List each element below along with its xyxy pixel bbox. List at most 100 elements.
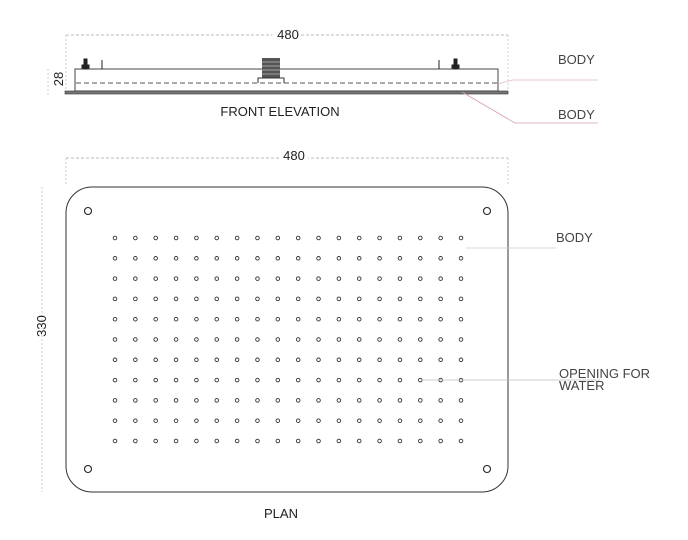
- water-nozzle: [234, 296, 240, 302]
- face-plate: [64, 90, 509, 95]
- fixing-hole: [83, 206, 93, 216]
- water-nozzle: [316, 337, 321, 342]
- water-nozzle: [173, 357, 179, 363]
- water-nozzle: [214, 276, 220, 281]
- water-nozzle: [336, 316, 342, 322]
- water-nozzle: [438, 418, 443, 423]
- water-nozzle: [336, 235, 342, 241]
- water-nozzle: [377, 256, 382, 261]
- water-nozzle: [194, 357, 199, 363]
- water-nozzle: [234, 398, 240, 403]
- water-inlet-thread: [262, 58, 280, 78]
- water-nozzle: [397, 337, 403, 342]
- water-nozzle: [194, 398, 199, 403]
- water-nozzle: [316, 296, 321, 302]
- water-nozzle: [112, 418, 118, 423]
- water-nozzle: [316, 256, 321, 261]
- water-nozzle: [377, 377, 382, 383]
- water-nozzle: [356, 418, 362, 423]
- water-nozzle: [397, 235, 403, 241]
- water-nozzle: [356, 377, 362, 383]
- water-nozzle: [316, 357, 321, 363]
- water-nozzle: [153, 377, 158, 383]
- water-nozzle: [133, 438, 138, 444]
- water-nozzle: [458, 256, 464, 261]
- water-nozzle: [275, 337, 281, 342]
- label-body-top: BODY: [558, 52, 595, 67]
- leader-line: [497, 79, 598, 85]
- water-nozzle: [112, 438, 118, 444]
- water-nozzle: [255, 337, 260, 342]
- water-nozzle: [234, 235, 240, 241]
- water-nozzle: [133, 296, 138, 302]
- water-nozzle: [418, 337, 423, 342]
- water-nozzle: [316, 398, 321, 403]
- water-nozzle: [377, 316, 382, 322]
- water-nozzle: [418, 256, 423, 261]
- water-nozzle: [275, 357, 281, 363]
- water-nozzle: [295, 296, 301, 302]
- water-nozzle: [316, 438, 321, 444]
- water-nozzle: [133, 235, 138, 241]
- water-nozzle: [153, 418, 158, 423]
- water-nozzle: [112, 316, 118, 322]
- water-nozzle: [336, 276, 342, 281]
- water-nozzle: [356, 256, 362, 261]
- water-nozzle: [133, 357, 138, 363]
- water-nozzle: [295, 276, 301, 281]
- water-nozzle: [438, 235, 443, 241]
- water-nozzle: [397, 316, 403, 322]
- water-nozzle: [295, 438, 301, 444]
- water-nozzle: [377, 296, 382, 302]
- water-nozzle: [377, 235, 382, 241]
- water-nozzle: [234, 418, 240, 423]
- water-nozzle: [336, 438, 342, 444]
- water-nozzle: [275, 316, 281, 322]
- water-nozzle: [295, 398, 301, 403]
- water-nozzle: [255, 256, 260, 261]
- shower-body: [74, 68, 499, 92]
- water-nozzle: [418, 398, 423, 403]
- water-nozzle: [275, 276, 281, 281]
- water-nozzle: [173, 438, 179, 444]
- water-nozzle: [173, 235, 179, 241]
- water-nozzle: [214, 438, 220, 444]
- water-nozzle: [112, 296, 118, 302]
- water-nozzle: [418, 357, 423, 363]
- water-nozzle: [153, 235, 158, 241]
- water-nozzle: [377, 337, 382, 342]
- water-nozzle: [275, 438, 281, 444]
- water-nozzle: [458, 296, 464, 302]
- front-elevation: 480 28 FRONT ELEVATION BODY BODY: [47, 27, 598, 124]
- water-nozzle: [234, 337, 240, 342]
- water-nozzle: [397, 438, 403, 444]
- water-nozzle: [275, 235, 281, 241]
- water-nozzle: [458, 276, 464, 281]
- water-nozzle: [133, 398, 138, 403]
- water-nozzle: [153, 357, 158, 363]
- water-nozzle: [214, 296, 220, 302]
- water-nozzle: [397, 357, 403, 363]
- water-nozzle: [336, 398, 342, 403]
- water-nozzle: [133, 377, 138, 383]
- plan-width-dim: 480: [283, 148, 305, 163]
- water-nozzle: [377, 418, 382, 423]
- water-nozzle: [458, 418, 464, 423]
- water-nozzle: [316, 377, 321, 383]
- water-nozzle: [153, 398, 158, 403]
- water-nozzle: [153, 316, 158, 322]
- water-nozzle: [316, 276, 321, 281]
- water-nozzle: [295, 235, 301, 241]
- water-nozzle: [336, 357, 342, 363]
- water-nozzle: [194, 296, 199, 302]
- water-nozzle: [255, 357, 260, 363]
- water-nozzle: [153, 256, 158, 261]
- water-nozzle: [295, 418, 301, 423]
- plan-height-dim: 330: [34, 315, 49, 337]
- water-nozzle: [356, 316, 362, 322]
- water-nozzle: [112, 276, 118, 281]
- mounting-screw-icon: [81, 58, 460, 70]
- water-nozzle: [214, 418, 220, 423]
- label-opening-line2: WATER: [559, 378, 605, 393]
